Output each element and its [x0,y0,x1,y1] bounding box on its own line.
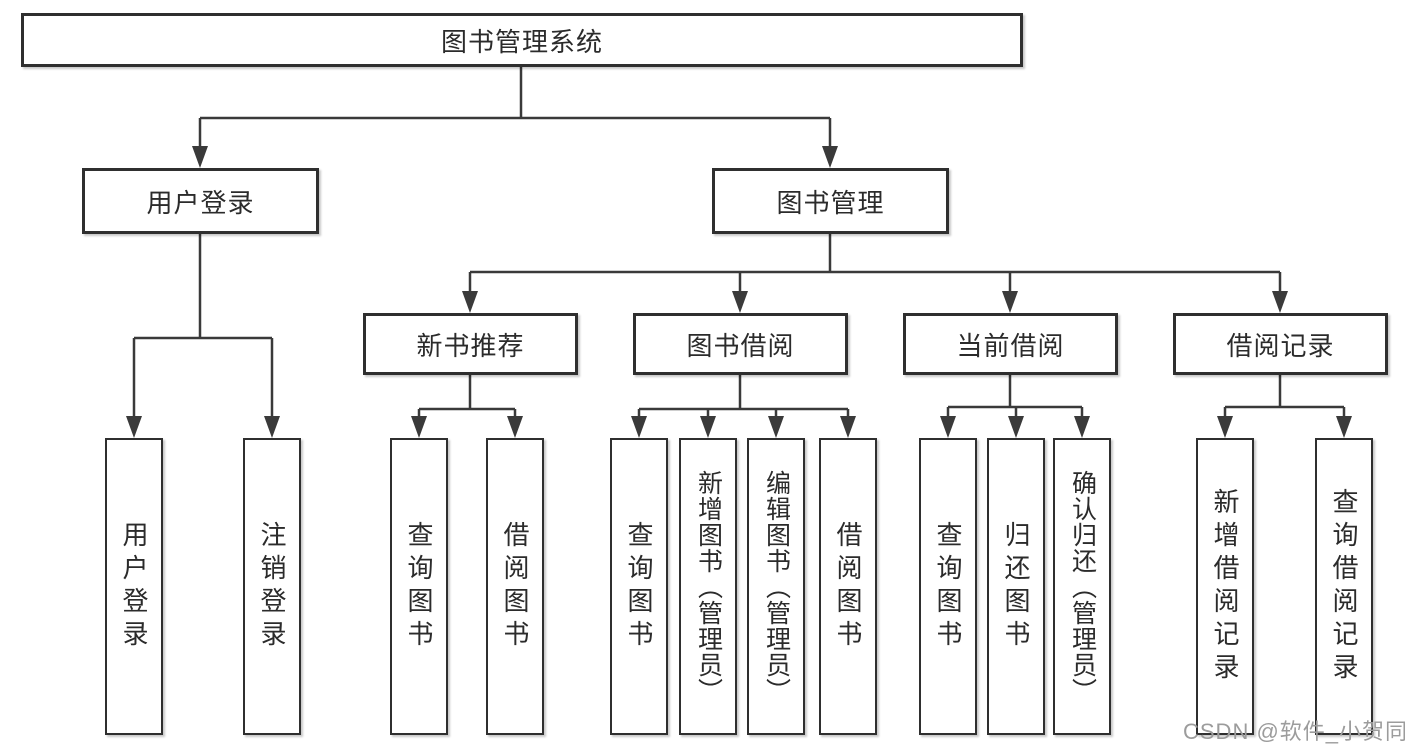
node-label: 图书管理 [776,187,885,218]
leaf-borrow-books-2: 借阅图书 [819,438,877,735]
leaf-label: 查询图书 [624,520,654,653]
node-label: 图书借阅 [686,330,795,361]
node-borrowing-records: 借阅记录 [1173,313,1388,375]
node-new-book-recommend: 新书推荐 [363,313,578,375]
leaf-label: 注销登录 [257,520,287,653]
leaf-borrow-books-1: 借阅图书 [486,438,544,735]
node-library-management-system: 图书管理系统 [21,13,1023,67]
leaf-confirm-return-admin: 确认归还（管理员） [1053,438,1111,735]
node-book-borrowing: 图书借阅 [633,313,848,375]
leaf-edit-books-admin: 编辑图书（管理员） [747,438,805,735]
leaf-label: 编辑图书（管理员） [762,469,791,704]
leaf-add-books-admin: 新增图书（管理员） [679,438,737,735]
leaf-add-borrow-record: 新增借阅记录 [1196,438,1254,735]
csdn-watermark: CSDN @软件_小贺同学 [1183,719,1405,744]
leaf-return-books: 归还图书 [987,438,1045,735]
node-label: 新书推荐 [416,330,525,361]
leaf-label: 用户登录 [119,520,149,653]
node-label: 图书管理系统 [440,26,603,57]
node-label: 用户登录 [146,187,255,218]
leaf-label: 借阅图书 [500,520,530,653]
leaf-label: 查询借阅记录 [1329,487,1359,686]
leaf-query-books-2: 查询图书 [610,438,668,735]
node-current-borrowing: 当前借阅 [903,313,1118,375]
arrowheads [126,146,1352,438]
arrow-stems [132,118,1346,420]
branch-lines [134,67,1344,411]
leaf-label: 查询图书 [404,520,434,653]
node-label: 当前借阅 [956,330,1065,361]
leaf-label: 新增借阅记录 [1210,487,1240,686]
leaf-query-books-1: 查询图书 [390,438,448,735]
leaf-label: 归还图书 [1001,520,1031,653]
leaf-label: 新增图书（管理员） [694,469,723,704]
leaf-label: 确认归还（管理员） [1068,469,1097,704]
leaf-query-borrow-record: 查询借阅记录 [1315,438,1373,735]
leaf-label: 借阅图书 [833,520,863,653]
leaf-query-books-3: 查询图书 [919,438,977,735]
leaf-logout: 注销登录 [243,438,301,735]
node-label: 借阅记录 [1226,330,1335,361]
node-book-management: 图书管理 [712,168,949,234]
leaf-label: 查询图书 [933,520,963,653]
node-user-login: 用户登录 [82,168,319,234]
leaf-user-login: 用户登录 [105,438,163,735]
